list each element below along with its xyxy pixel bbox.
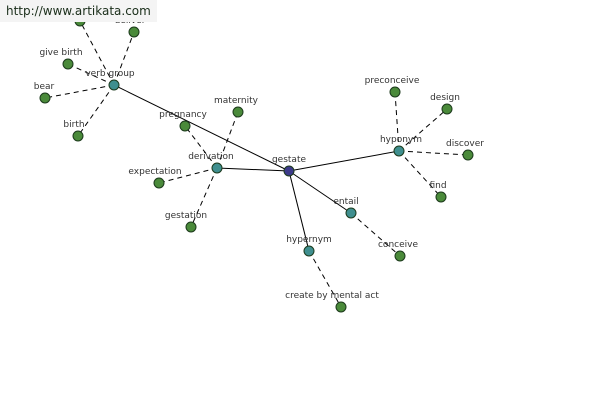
node-design-label: design <box>430 93 460 103</box>
node-birth[interactable]: birth <box>63 120 85 142</box>
node-gestate[interactable]: gestate <box>272 155 307 177</box>
node-discover-label: discover <box>446 139 484 149</box>
node-preconceive-dot[interactable] <box>389 86 401 98</box>
edge-verb-group-to-bear <box>44 84 115 99</box>
node-verb-group[interactable]: verb group <box>85 69 135 91</box>
node-conceive-label: conceive <box>378 240 418 250</box>
edge-derivation-to-expectation <box>158 167 218 184</box>
edge-gestate-to-hypernym <box>288 170 310 252</box>
edge-verb-group-to-birth <box>77 84 115 137</box>
node-derivation[interactable]: derivation <box>188 152 234 174</box>
node-derivation-dot[interactable] <box>211 162 223 174</box>
node-design-dot[interactable] <box>441 103 453 115</box>
node-hyponym-label: hyponym <box>380 135 422 145</box>
node-bear-label: bear <box>34 82 55 92</box>
node-gestation-dot[interactable] <box>185 221 197 233</box>
node-hyponym[interactable]: hyponym <box>380 135 422 157</box>
node-create-by-mental-act-label: create by mental act <box>285 291 379 301</box>
node-create-by-mental-act[interactable]: create by mental act <box>285 291 379 313</box>
node-pregnancy-dot[interactable] <box>179 120 191 132</box>
edge-derivation-to-gestation <box>190 167 218 228</box>
edge-gestate-to-verb-group <box>113 84 290 172</box>
edge-hyponym-to-find <box>398 150 442 198</box>
node-gestation[interactable]: gestation <box>165 211 207 233</box>
node-gestate-label: gestate <box>272 155 307 165</box>
edges-layer <box>44 20 469 308</box>
node-entail-label: entail <box>333 197 358 207</box>
edge-gestate-to-derivation <box>216 167 290 172</box>
node-bear-dot[interactable] <box>39 92 51 104</box>
edge-derivation-to-maternity <box>216 111 239 169</box>
node-birth-label: birth <box>63 120 84 130</box>
node-discover-dot[interactable] <box>462 149 474 161</box>
node-pregnancy[interactable]: pregnancy <box>159 110 208 132</box>
node-maternity-label: maternity <box>214 96 259 106</box>
node-conceive-dot[interactable] <box>394 250 406 262</box>
node-expectation-dot[interactable] <box>153 177 165 189</box>
edge-gestate-to-hyponym <box>288 150 400 172</box>
node-verb-group-label: verb group <box>85 69 135 79</box>
edge-hyponym-to-preconceive <box>394 91 400 152</box>
nodes-layer: gestate verb group derivation hyponym entail… <box>34 15 484 313</box>
node-entail[interactable]: entail <box>333 197 359 219</box>
edge-hypernym-to-create-by-mental-act <box>308 250 342 308</box>
node-verb-group-dot[interactable] <box>108 79 120 91</box>
node-create-by-mental-act-dot[interactable] <box>335 301 347 313</box>
node-maternity-dot[interactable] <box>232 106 244 118</box>
watermark-url: http://www.artikata.com <box>0 0 157 22</box>
node-find-dot[interactable] <box>435 191 447 203</box>
node-gestation-label: gestation <box>165 211 207 221</box>
edge-hyponym-to-design <box>398 108 448 152</box>
node-pregnancy-label: pregnancy <box>159 110 207 120</box>
node-birth-dot[interactable] <box>72 130 84 142</box>
node-entail-dot[interactable] <box>345 207 357 219</box>
edge-hyponym-to-discover <box>398 150 469 156</box>
edge-verb-group-to-deliver <box>113 31 135 86</box>
node-conceive[interactable]: conceive <box>378 240 418 262</box>
node-preconceive-label: preconceive <box>365 76 420 86</box>
node-design[interactable]: design <box>430 93 460 115</box>
node-discover[interactable]: discover <box>446 139 484 161</box>
node-hypernym[interactable]: hypernym <box>286 235 332 257</box>
node-derivation-label: derivation <box>188 152 234 162</box>
node-gestate-dot[interactable] <box>283 165 295 177</box>
edge-entail-to-conceive <box>350 212 401 257</box>
node-give-birth-dot[interactable] <box>62 58 74 70</box>
node-hypernym-dot[interactable] <box>303 245 315 257</box>
node-find[interactable]: find <box>429 181 447 203</box>
node-hyponym-dot[interactable] <box>393 145 405 157</box>
node-deliver-dot[interactable] <box>128 26 140 38</box>
node-expectation-label: expectation <box>128 167 181 177</box>
node-find-label: find <box>429 181 446 191</box>
edge-verb-group-to-top-partial <box>79 20 115 86</box>
node-give-birth[interactable]: give birth <box>39 48 83 70</box>
node-preconceive[interactable]: preconceive <box>365 76 420 98</box>
node-expectation[interactable]: expectation <box>128 167 182 189</box>
node-give-birth-label: give birth <box>39 48 82 58</box>
edge-gestate-to-entail <box>288 170 352 214</box>
node-bear[interactable]: bear <box>34 82 55 104</box>
node-hypernym-label: hypernym <box>286 235 332 245</box>
node-maternity[interactable]: maternity <box>214 96 259 118</box>
